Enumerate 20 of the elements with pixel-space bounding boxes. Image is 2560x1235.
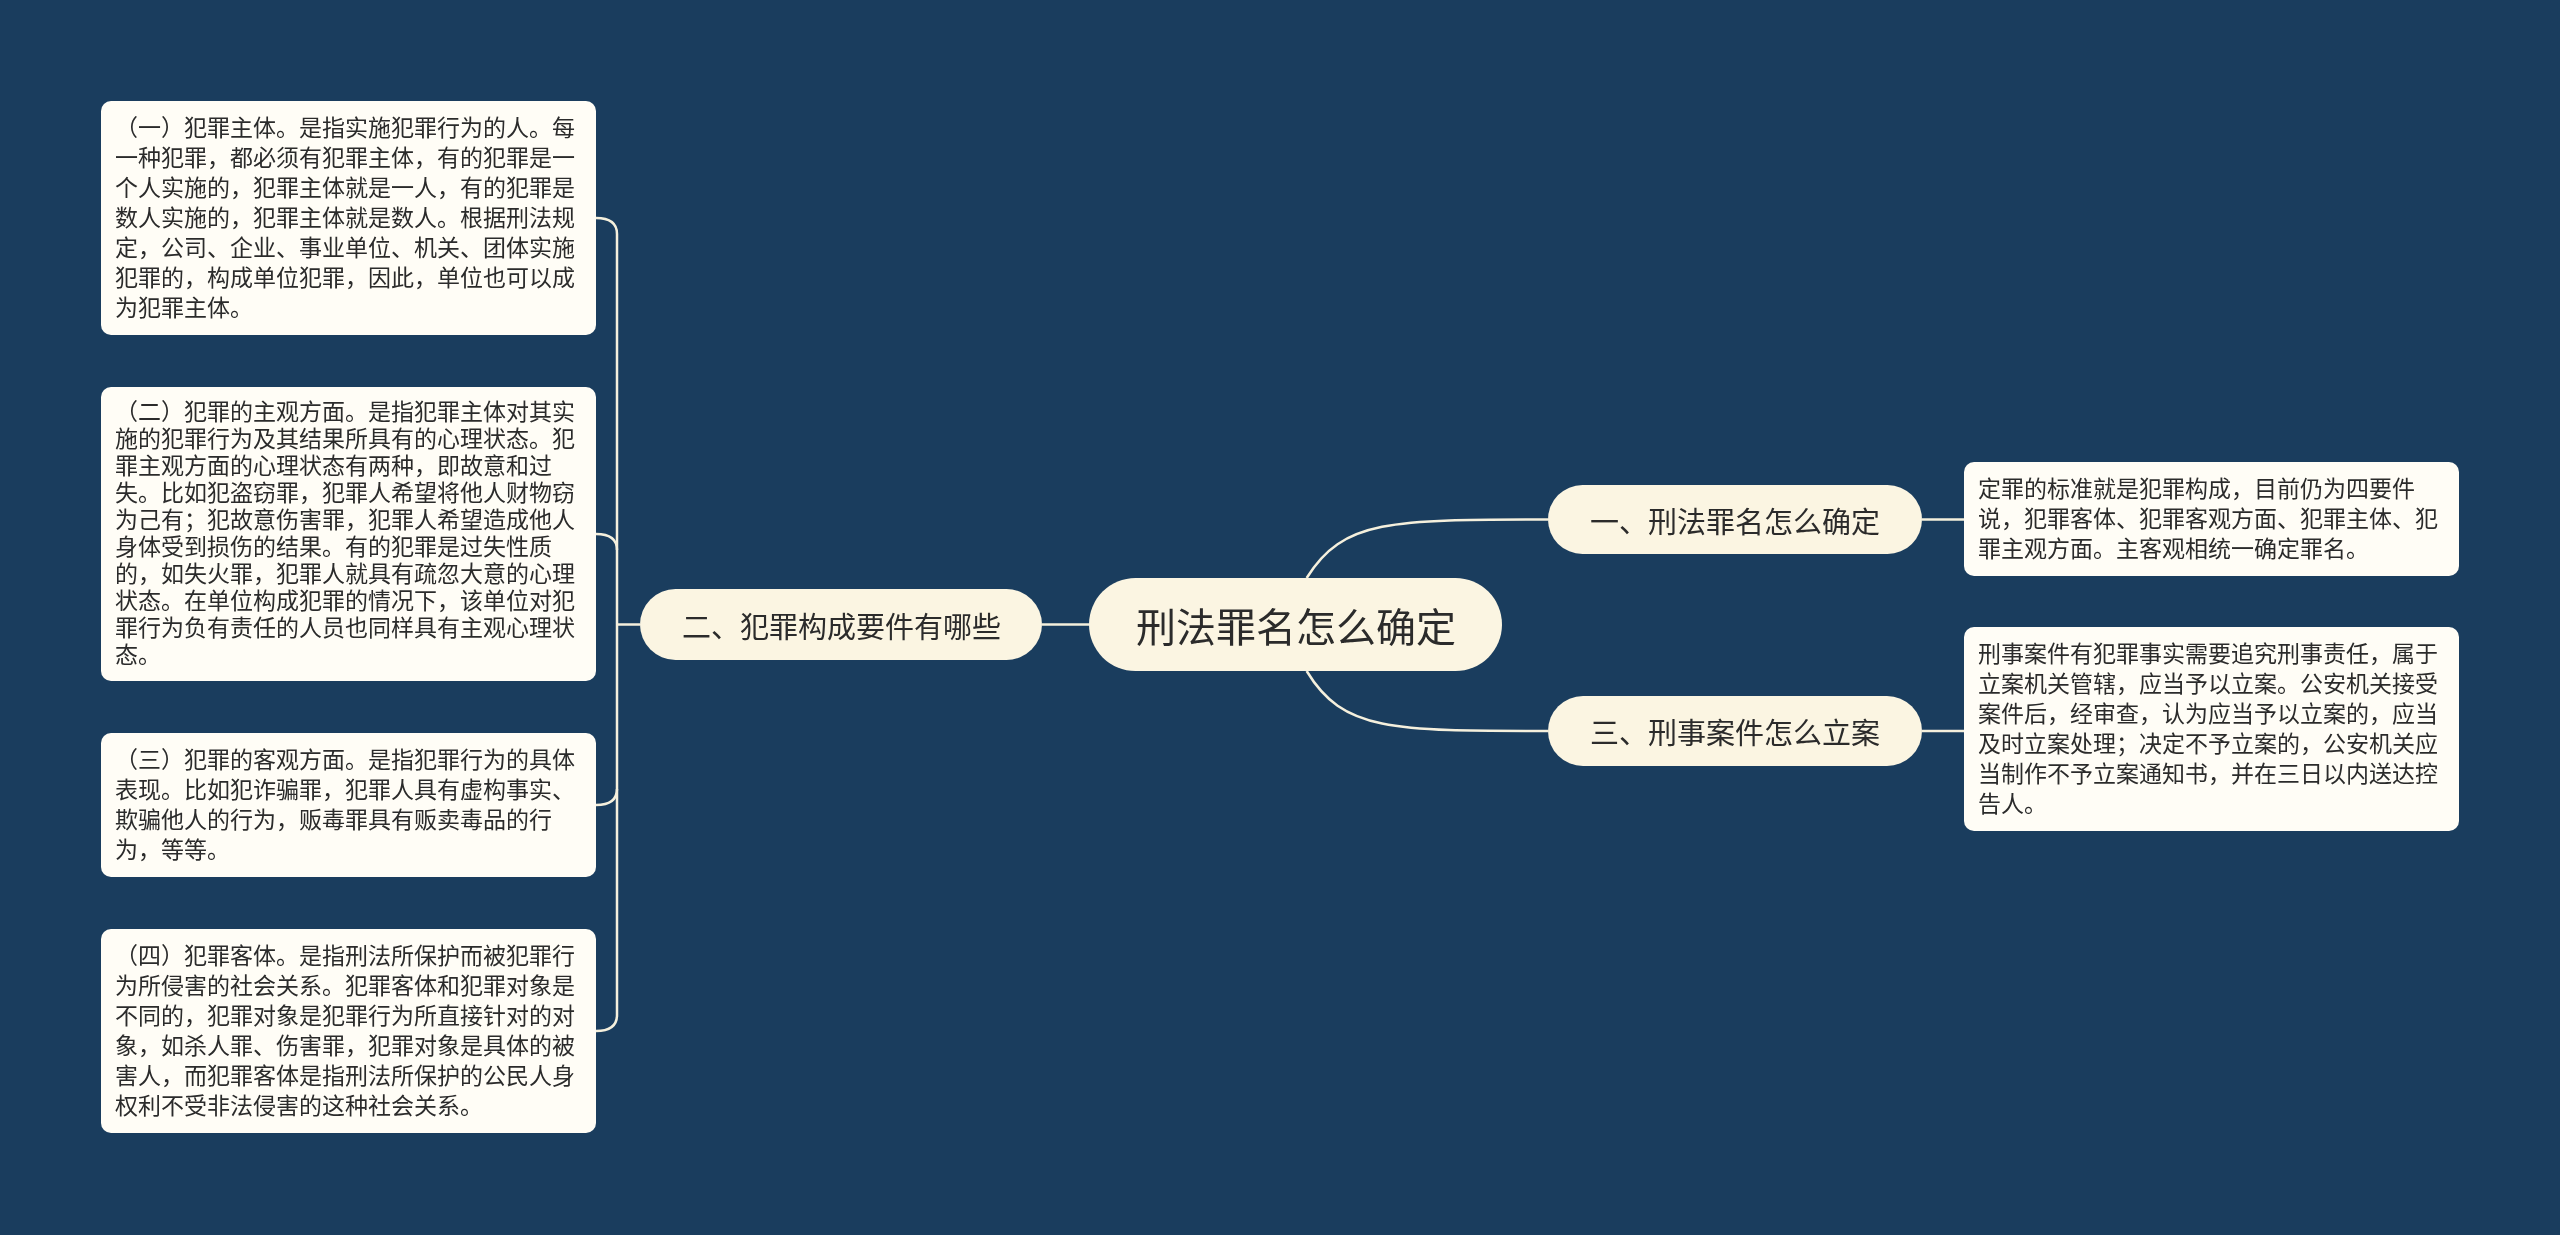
connector-line: [595, 532, 619, 551]
connector-line: [595, 788, 619, 807]
note-box: 刑事案件有犯罪事实需要追究刑事责任，属于立案机关管辖，应当予以立案。公安机关接受案件后，经审查，认为应当予以立案的，应当及时立案处理；决定不予立案的，公安机关应当制作不予立案通知书，并在三日以内送达控告人。: [1964, 627, 2459, 831]
connector-line: [615, 232, 642, 1017]
connector-line: [1305, 518, 1548, 579]
note-box: （三）犯罪的客观方面。是指犯罪行为的具体表现。比如犯诈骗罪，犯罪人具有虚构事实、欺骗他人的行为，贩毒罪具有贩卖毒品的行为，等等。: [101, 733, 596, 877]
connector-line: [595, 1014, 619, 1033]
topic-pill: 三、刑事案件怎么立案: [1548, 696, 1922, 766]
connector-line: [1922, 518, 1964, 521]
topic-pill: 一、刑法罪名怎么确定: [1548, 485, 1922, 554]
note-box: （二）犯罪的主观方面。是指犯罪主体对其实施的犯罪行为及其结果所具有的心理状态。犯罪主观方面的心理状态有两种，即故意和过失。比如犯盗窃罪，犯罪人希望将他人财物窃为己有；犯故意伤害罪，犯罪人希望造成他人身体受到损伤的结果。有的犯罪是过失性质的，如失火罪，犯罪人就具有疏忽大意的心理状态。在单位构成犯罪的情况下，该单位对犯罪行为负有责任的人员也同样具有主观心理状态。: [101, 387, 596, 681]
connector-line: [1922, 729, 1964, 733]
connector-line: [595, 216, 619, 235]
note-box: （四）犯罪客体。是指刑法所保护而被犯罪行为所侵害的社会关系。犯罪客体和犯罪对象是不同的，犯罪对象是犯罪行为所直接针对的对象，如杀人罪、伤害罪，犯罪对象是具体的被害人，而犯罪客体是指刑法所保护的公民人身权利不受非法侵害的这种社会关系。: [101, 929, 596, 1133]
topic-pill: 二、犯罪构成要件有哪些: [640, 589, 1042, 660]
connector-line: [1305, 670, 1548, 733]
note-box: （一）犯罪主体。是指实施犯罪行为的人。每一种犯罪，都必须有犯罪主体，有的犯罪是一个人实施的，犯罪主体就是一人，有的犯罪是数人实施的，犯罪主体就是数人。根据刑法规定，公司、企业、事业单位、机关、团体实施犯罪的，构成单位犯罪，因此，单位也可以成为犯罪主体。: [101, 101, 596, 335]
note-box: 定罪的标准就是犯罪构成，目前仍为四要件说，犯罪客体、犯罪客观方面、犯罪主体、犯罪主观方面。主客观相统一确定罪名。: [1964, 462, 2459, 576]
connector-line: [1042, 623, 1089, 626]
central-topic-pill: 刑法罪名怎么确定: [1089, 578, 1502, 671]
